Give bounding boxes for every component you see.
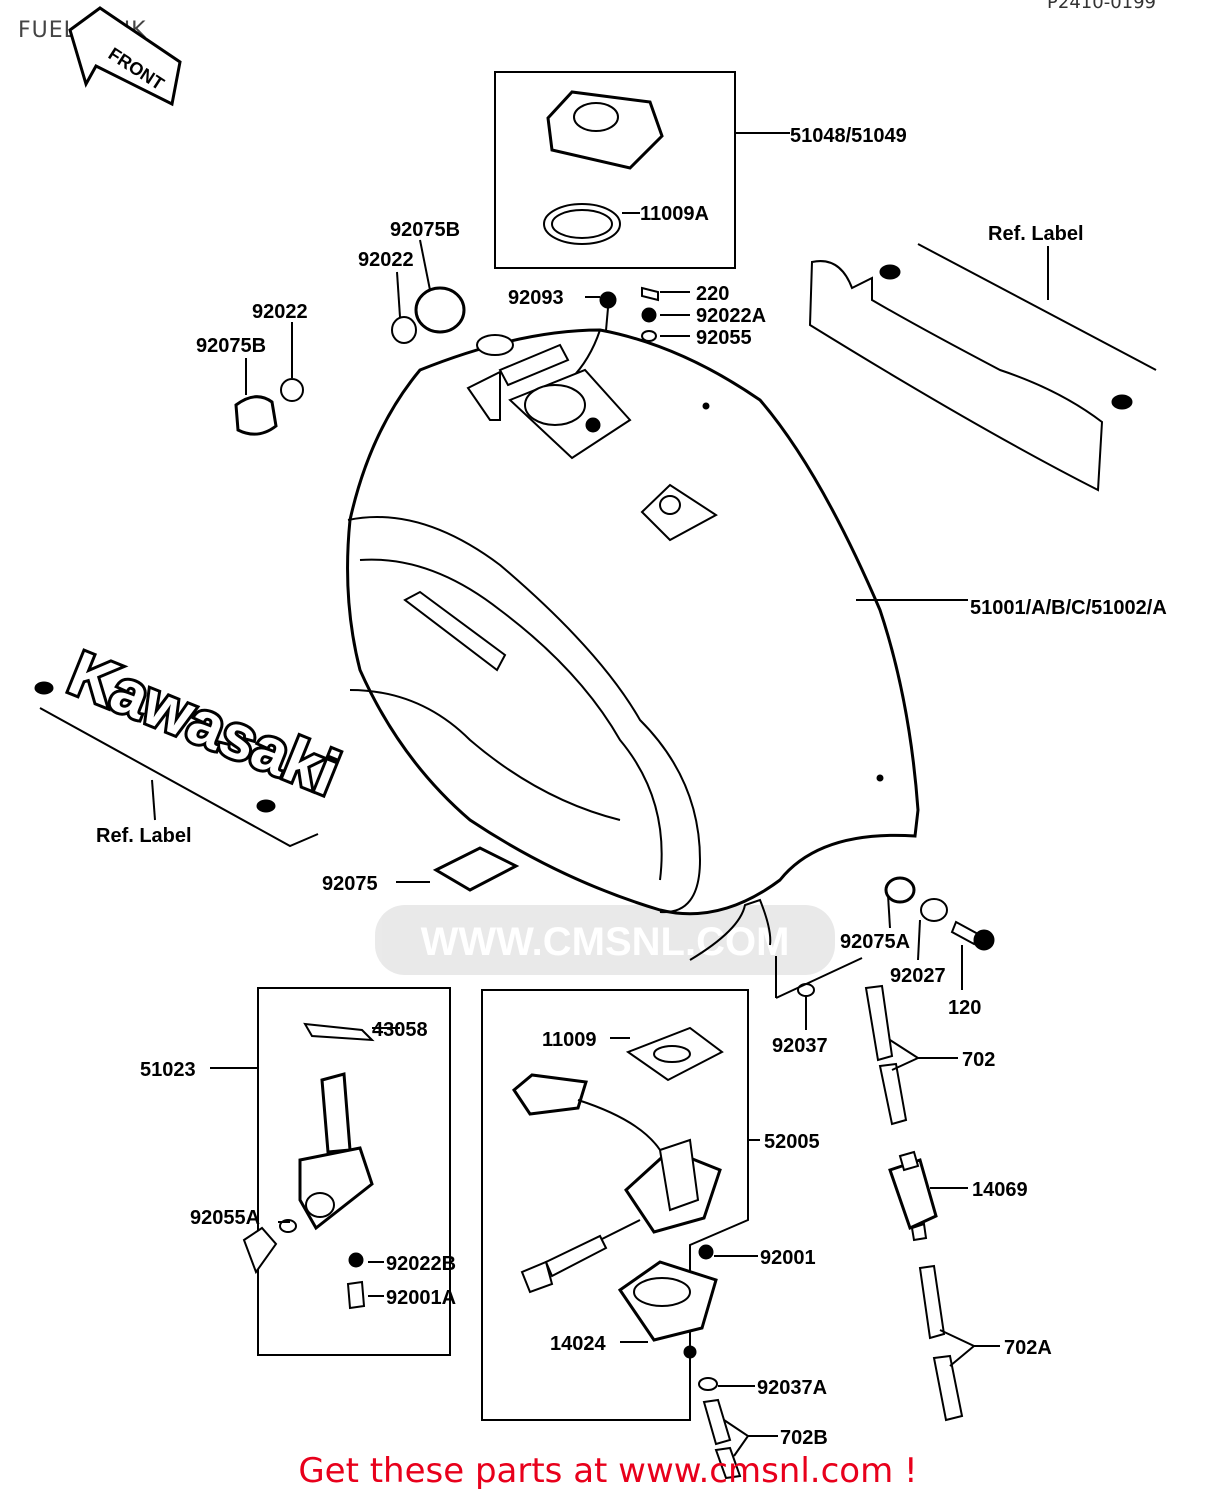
label-nut-92093: 92093 [508,287,564,309]
kawasaki-logo: Kawasaki Kawasaki [34,636,351,848]
label-sender-52005: 52005 [764,1131,820,1153]
fuel-tank-body [346,328,968,961]
watermark-text: WWW.CMSNL.COM [421,920,790,964]
label-gauge-gasket: 11009 [542,1029,597,1051]
fuel-cock-group [210,987,451,1356]
get-parts-link[interactable]: Get these parts at www.cmsnl.com ! [298,1451,918,1491]
front-arrow-icon: FRONT [68,6,182,107]
damper-92075 [396,846,520,892]
label-gasket-cap: 11009A [640,203,709,225]
label-ref-label-right: Ref. Label [988,223,1084,245]
label-damper-b-top: 92075B [390,219,460,241]
label-washer-left: 92022 [252,301,308,323]
label-clamp-92037: 92037 [772,1035,828,1057]
label-screw-92001: 92001 [760,1247,816,1269]
diagram-code: P2410-0199 [1047,0,1156,13]
label-screw-220: 220 [696,283,729,305]
label-washer-92022a: 92022A [696,305,766,327]
kawasaki-logo-text: Kawasaki [60,639,348,809]
label-hose-702b: 702B [780,1427,828,1449]
label-washer-92022b: 92022B [386,1253,456,1275]
rear-mount-hardware [775,876,1000,1422]
label-bolt-92027: 92027 [890,965,946,987]
label-oring-92055a: 92055A [190,1207,260,1229]
part-labels: 51048/51049 11009A 92075B 92022 92022 92… [96,125,1167,1449]
label-bolt-120: 120 [948,997,981,1019]
label-filter-14069: 14069 [972,1179,1028,1201]
label-cap: 51048/51049 [790,125,907,147]
label-oring-92055: 92055 [696,327,752,349]
dampers-group [234,239,466,436]
label-tank: 51001/A/B/C/51002/A [970,597,1167,619]
label-screw-92001a: 92001A [386,1287,456,1309]
label-hose-702: 702 [962,1049,995,1071]
label-damper-92075a: 92075A [840,931,910,953]
label-cock-51023: 51023 [140,1059,196,1081]
label-hose-702a: 702A [1004,1337,1052,1359]
cap-group [494,71,790,269]
label-washer-top: 92022 [358,249,414,271]
label-damper-b-left: 92075B [196,335,266,357]
label-clamp-92037a: 92037A [757,1377,827,1399]
label-plate-43058: 43058 [372,1019,428,1041]
label-damper-92075: 92075 [322,873,378,895]
label-ref-label-left: Ref. Label [96,825,192,847]
ref-label-right [808,243,1157,492]
label-cover-14024: 14024 [550,1333,606,1355]
fuel-gauge-group [481,989,778,1480]
